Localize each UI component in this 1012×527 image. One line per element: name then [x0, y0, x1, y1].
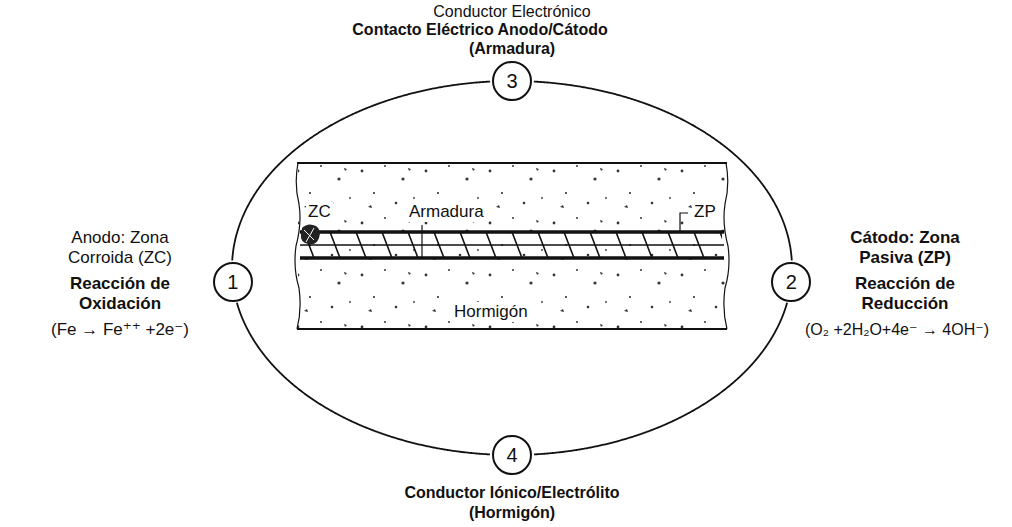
callout-number: 4	[506, 445, 517, 465]
component-note: (Armadura)	[402, 39, 622, 59]
zone-tag: ZC	[306, 202, 333, 222]
callout-number: 2	[786, 272, 797, 292]
break-line	[295, 163, 300, 329]
callout-circle: 1	[213, 262, 253, 302]
component-note: Contacto Eléctrico Anodo/Cátodo	[300, 20, 660, 40]
leader-line	[421, 225, 422, 258]
concrete-section: ZC Armadura ZP Hormigón	[292, 162, 732, 330]
component-note: (Hormigón)	[402, 503, 622, 523]
leader-line	[680, 213, 688, 232]
callout-circle: 3	[492, 61, 532, 101]
reaction-formula: (Fe → Fe⁺⁺ +2e⁻)	[20, 320, 220, 340]
callout-number: 3	[506, 71, 517, 91]
part-name: Armadura	[407, 202, 486, 222]
reaction-note: Reacción de Reducción	[825, 274, 985, 314]
corrosion-spot	[301, 224, 320, 244]
callout-circle: 4	[492, 435, 532, 475]
reaction-note: Reacción de Oxidación	[40, 274, 200, 314]
corrosion-spot	[304, 228, 314, 242]
component-note: Conductor Electrónico	[352, 2, 672, 22]
concrete-texture	[298, 164, 726, 328]
zone-note: Cátodo: Zona Pasiva (ZP)	[825, 228, 985, 268]
component-note: Conductor Iónico/Electrólito	[342, 483, 682, 503]
rebar-bar	[300, 230, 724, 234]
zone-tag: ZP	[692, 202, 718, 222]
part-name: Hormigón	[452, 302, 530, 322]
zone-note: Anodo: Zona Corroida (ZC)	[40, 228, 200, 268]
callout-number: 1	[227, 272, 238, 292]
rebar-bar	[300, 256, 724, 260]
break-line	[724, 163, 729, 329]
rebar-bar	[300, 244, 724, 245]
callout-circle: 2	[771, 262, 811, 302]
reaction-formula: (O₂ +2H₂O+4e⁻ → 4OH⁻)	[789, 320, 1005, 340]
concrete-edge	[297, 163, 727, 329]
